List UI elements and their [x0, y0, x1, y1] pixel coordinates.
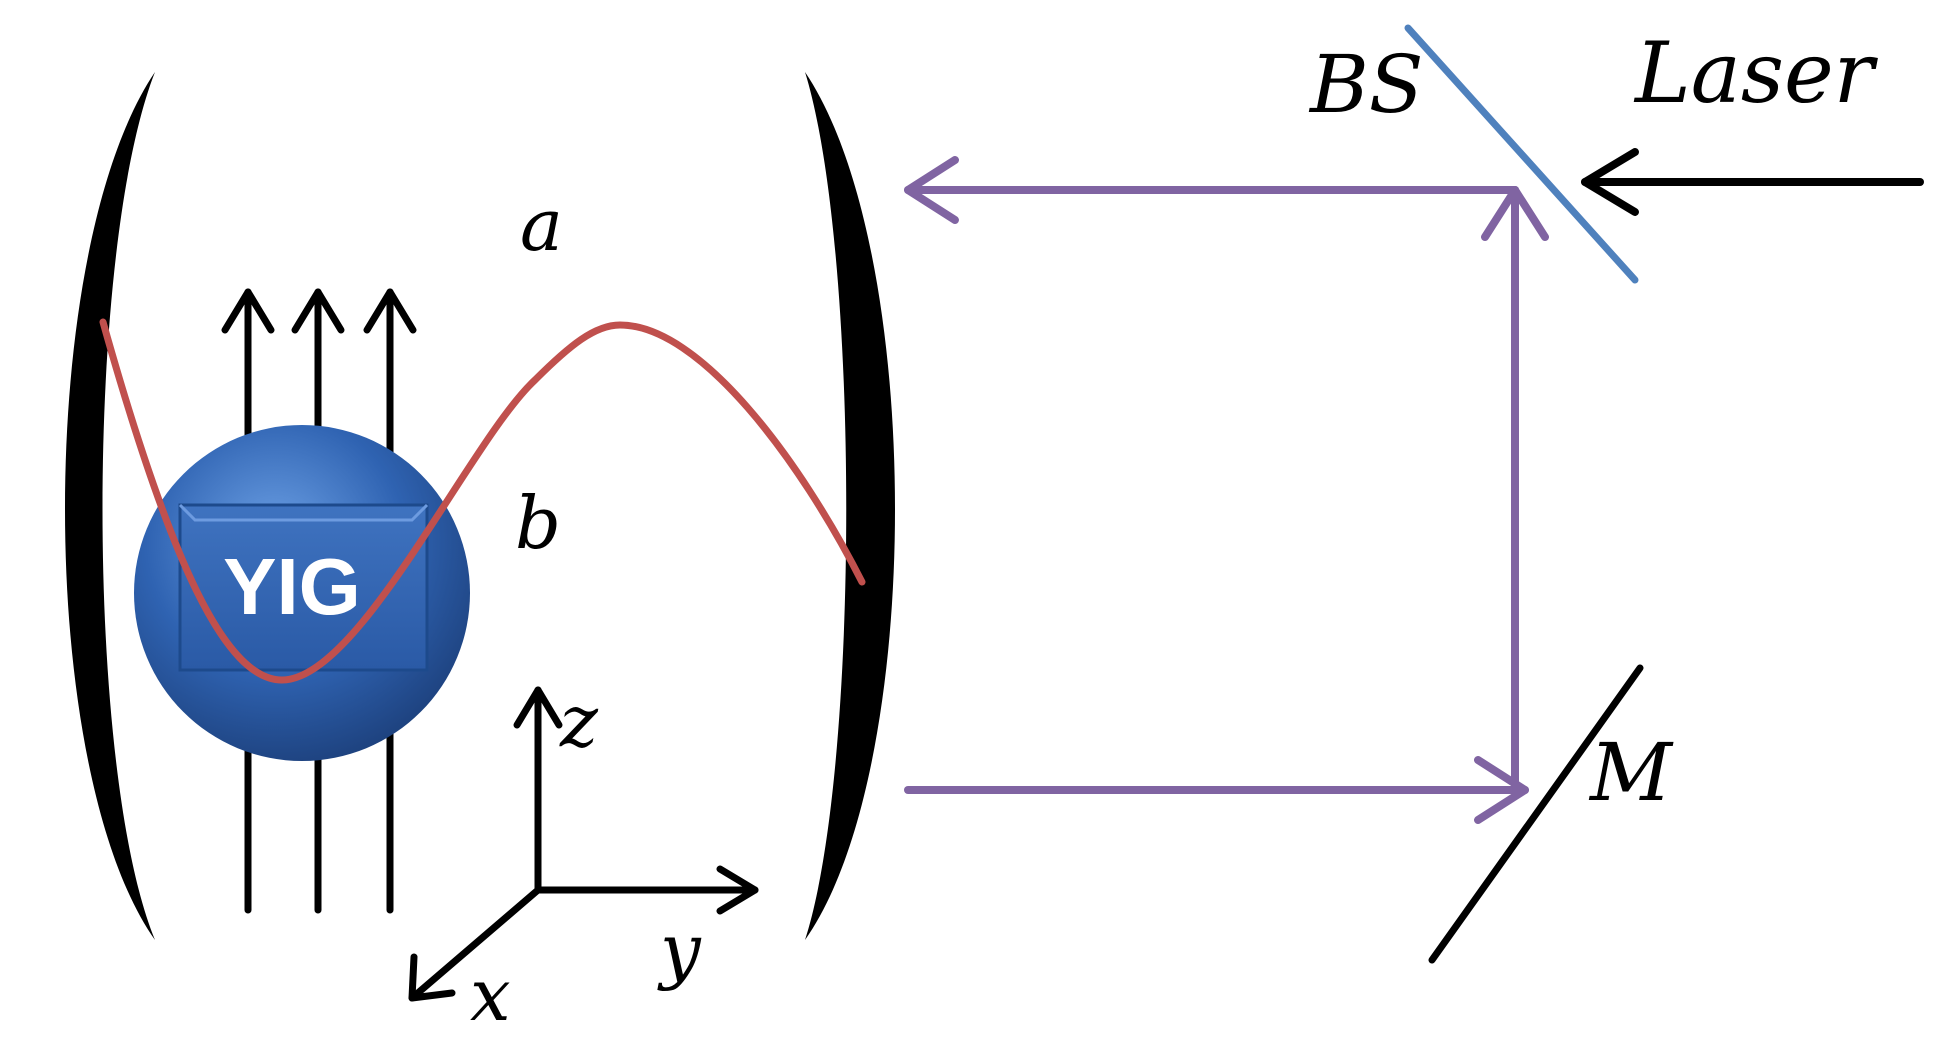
yig-sphere: YIG: [134, 425, 470, 761]
coordinate-axes: [408, 686, 759, 1002]
mode-b-label: b: [515, 481, 561, 565]
right-cavity-mirror: [805, 72, 895, 940]
axis-z-label: z: [559, 679, 599, 763]
yig-label: YIG: [223, 542, 361, 631]
laser-label: Laser: [1633, 24, 1879, 122]
axis-y-label: y: [657, 908, 702, 992]
beam-splitter-label: BS: [1308, 38, 1424, 131]
axis-x-label: x: [470, 953, 511, 1037]
left-cavity-mirror: [65, 72, 155, 940]
beam-splitter: [1404, 24, 1639, 284]
laser-input-arrow: [1581, 148, 1924, 216]
cavity-mode-curve: [99, 318, 866, 684]
mirror-m: [1428, 664, 1644, 964]
x-axis: [408, 886, 542, 1002]
beam-path: [904, 156, 1549, 824]
mode-a-label: a: [520, 183, 563, 267]
mirror-label: M: [1588, 726, 1674, 819]
